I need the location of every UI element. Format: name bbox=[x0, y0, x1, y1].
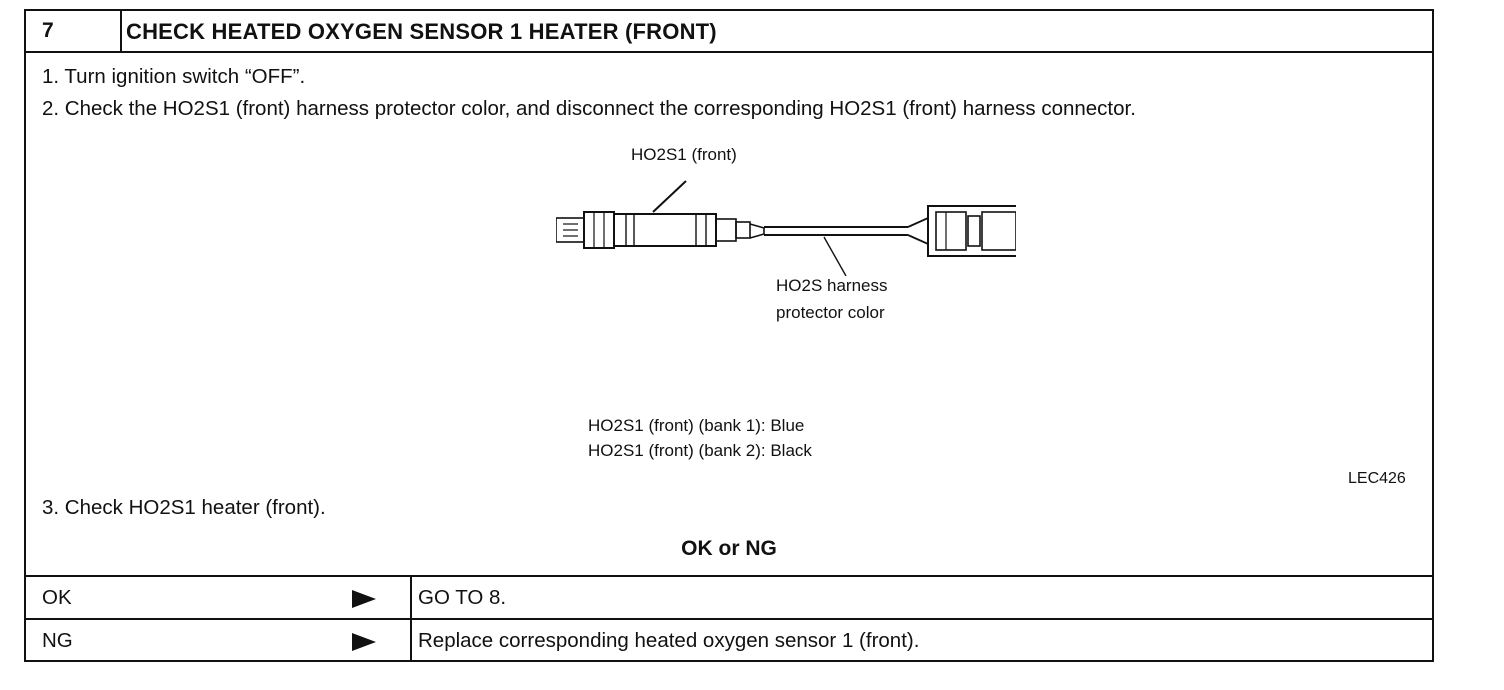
oxygen-sensor-illustration bbox=[556, 180, 1016, 276]
result-label-ok: OK bbox=[42, 586, 72, 609]
sensor-body bbox=[613, 213, 717, 247]
harness-label-line2: protector color bbox=[776, 303, 885, 322]
result-title: OK or NG bbox=[681, 537, 777, 560]
sensor-hex-nut bbox=[583, 211, 615, 249]
instruction-step-2: 2. Check the HO2S1 (front) harness prote… bbox=[42, 97, 1136, 120]
column-divider bbox=[410, 620, 412, 661]
result-row-ok: OK GO TO 8. bbox=[26, 575, 1432, 618]
instruction-step-1: 1. Turn ignition switch “OFF”. bbox=[42, 65, 306, 88]
bank1-color-note: HO2S1 (front) (bank 1): Blue bbox=[588, 416, 805, 435]
sensor-label-leader bbox=[652, 180, 687, 213]
bank2-color-note: HO2S1 (front) (bank 2): Black bbox=[588, 441, 812, 460]
step-number: 7 bbox=[26, 11, 122, 51]
procedure-title: CHECK HEATED OXYGEN SENSOR 1 HEATER (FRO… bbox=[126, 19, 717, 44]
sensor-label: HO2S1 (front) bbox=[631, 145, 737, 164]
procedure-box: 7 CHECK HEATED OXYGEN SENSOR 1 HEATER (F… bbox=[24, 9, 1434, 662]
instruction-step-3: 3. Check HO2S1 heater (front). bbox=[42, 496, 326, 519]
harness-connector bbox=[927, 205, 1016, 257]
result-row-ng: NG Replace corresponding heated oxygen s… bbox=[26, 618, 1432, 661]
arrow-right-icon bbox=[352, 633, 376, 651]
procedure-header: 7 CHECK HEATED OXYGEN SENSOR 1 HEATER (F… bbox=[26, 11, 1432, 53]
result-action-ok: GO TO 8. bbox=[418, 586, 507, 609]
column-divider bbox=[410, 577, 412, 618]
figure-code: LEC426 bbox=[1348, 470, 1406, 487]
arrow-right-icon bbox=[352, 590, 376, 608]
result-label-ng: NG bbox=[42, 629, 73, 652]
harness-label-line1: HO2S harness bbox=[776, 276, 888, 295]
harness-label-leader bbox=[823, 236, 847, 276]
result-action-ng: Replace corresponding heated oxygen sens… bbox=[418, 629, 920, 652]
